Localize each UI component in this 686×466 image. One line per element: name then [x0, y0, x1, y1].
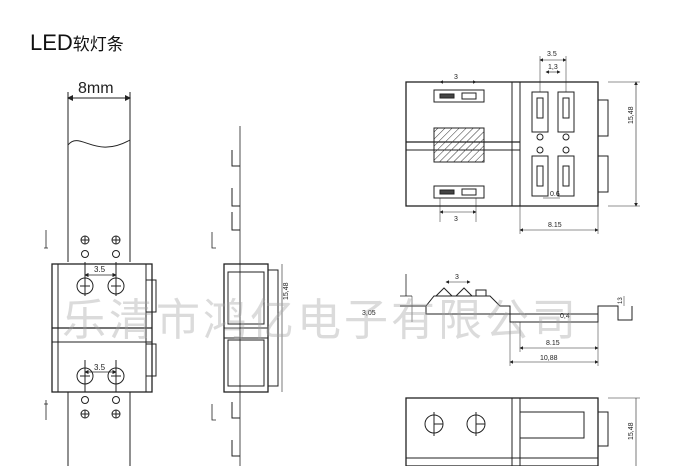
dim-side-8-15: 8.15	[546, 340, 560, 347]
dim-side-13: 13	[618, 297, 624, 304]
dim-side-3-05: 3,05	[362, 310, 376, 317]
led-strip-view	[44, 92, 157, 466]
dim-pitch-lower: 3.5	[94, 363, 106, 372]
dim-pitch-upper: 3.5	[94, 265, 106, 274]
title-led: LED	[30, 30, 73, 55]
dim-side-3: 3	[455, 274, 459, 281]
dim-height-top: 15,48	[628, 106, 635, 124]
dim-height-bottom: 15,48	[628, 422, 635, 440]
dim-width-top: 8.15	[548, 222, 562, 229]
dim-side-10-88: 10,88	[540, 355, 558, 362]
dim-side-height: 15,48	[283, 282, 290, 300]
dim-top-1-3: 1,3	[548, 64, 558, 71]
dim-top-3-5: 3.5	[547, 51, 557, 58]
side-profile-view	[211, 126, 283, 466]
dim-slot-bottom: 3	[454, 216, 458, 223]
title-chinese: 软灯条	[72, 35, 124, 55]
dim-8mm: 8mm	[78, 80, 114, 97]
bottom-view-connector	[405, 397, 640, 466]
page-title: LED软灯条	[30, 30, 124, 56]
dim-slot-top: 3	[454, 74, 458, 81]
dim-side-0-4: 0,4	[560, 313, 570, 320]
dim-gap: 0.6	[550, 191, 560, 198]
side-section-view	[400, 274, 633, 366]
top-view-connector	[405, 56, 640, 234]
